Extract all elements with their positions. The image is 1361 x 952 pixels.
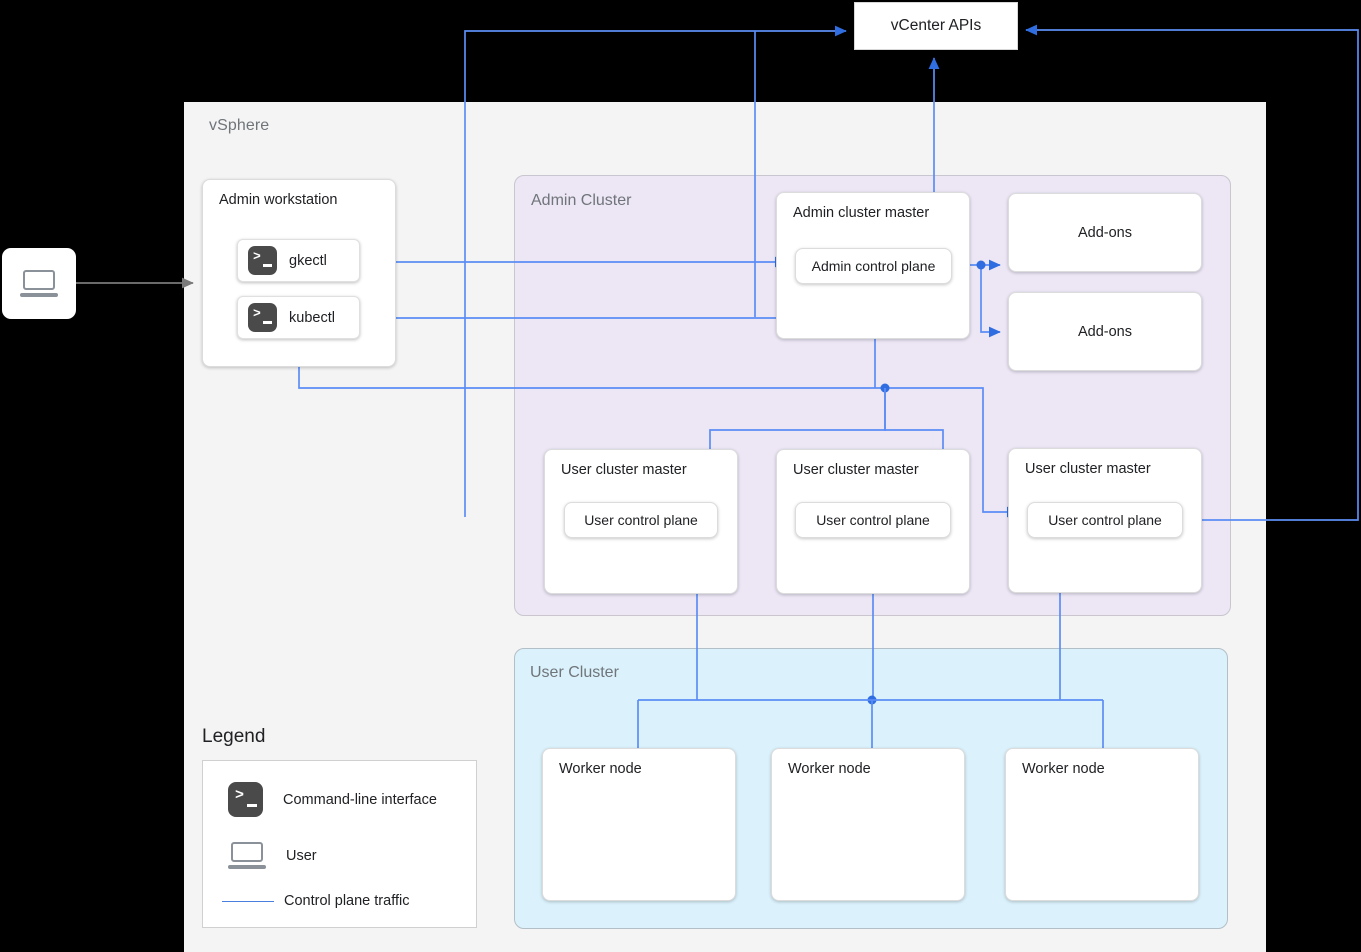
legend-label-traffic: Control plane traffic: [284, 893, 410, 909]
legend-item-cli: Command-line interface: [228, 782, 437, 817]
addons-box-1[interactable]: Add-ons: [1008, 193, 1202, 272]
cli-label-gkectl: gkectl: [289, 252, 327, 269]
legend-label-cli: Command-line interface: [283, 791, 437, 808]
user-control-plane-label-1: User control plane: [584, 512, 698, 528]
worker-node-box-3[interactable]: Worker node: [1005, 748, 1199, 901]
cli-chip-gkectl[interactable]: gkectl: [237, 239, 360, 282]
addons-label-1: Add-ons: [1077, 224, 1132, 241]
addons-label-2: Add-ons: [1077, 323, 1132, 340]
worker-node-title-1: Worker node: [559, 761, 642, 777]
user-node-box[interactable]: [2, 248, 76, 319]
vsphere-label: vSphere: [209, 117, 270, 134]
user-control-plane-box-1[interactable]: User control plane: [564, 502, 718, 538]
terminal-icon: [248, 303, 277, 332]
admin-cluster-label: Admin Cluster: [531, 192, 632, 209]
worker-node-box-1[interactable]: Worker node: [542, 748, 736, 901]
user-control-plane-box-2[interactable]: User control plane: [795, 502, 951, 538]
admin-control-plane-label: Admin control plane: [811, 258, 936, 274]
laptop-icon: [228, 842, 266, 869]
terminal-icon: [228, 782, 263, 817]
user-cluster-master-title-2: User cluster master: [793, 462, 919, 478]
worker-node-box-2[interactable]: Worker node: [771, 748, 965, 901]
legend-item-user: User: [228, 842, 317, 869]
user-control-plane-label-3: User control plane: [1048, 512, 1162, 528]
user-control-plane-label-2: User control plane: [816, 512, 930, 528]
addons-box-2[interactable]: Add-ons: [1008, 292, 1202, 371]
laptop-icon: [20, 270, 58, 297]
line-swatch-icon: [222, 900, 274, 902]
admin-cluster-master-title: Admin cluster master: [793, 205, 930, 221]
legend-title: Legend: [202, 726, 266, 747]
worker-node-title-2: Worker node: [788, 761, 871, 777]
cli-label-kubectl: kubectl: [289, 309, 335, 326]
worker-node-title-3: Worker node: [1022, 761, 1105, 777]
terminal-icon: [248, 246, 277, 275]
user-cluster-master-title-3: User cluster master: [1025, 461, 1151, 477]
user-cluster-label: User Cluster: [530, 664, 619, 681]
user-cluster-master-title-1: User cluster master: [561, 462, 687, 478]
admin-workstation-title: Admin workstation: [219, 192, 338, 208]
cli-chip-kubectl[interactable]: kubectl: [237, 296, 360, 339]
user-control-plane-box-3[interactable]: User control plane: [1027, 502, 1183, 538]
vcenter-apis-box[interactable]: vCenter APIs: [854, 2, 1018, 50]
admin-control-plane-box[interactable]: Admin control plane: [795, 248, 952, 284]
legend-item-traffic: Control plane traffic: [222, 893, 409, 909]
legend-label-user: User: [286, 847, 317, 864]
vcenter-apis-label: vCenter APIs: [890, 17, 982, 34]
